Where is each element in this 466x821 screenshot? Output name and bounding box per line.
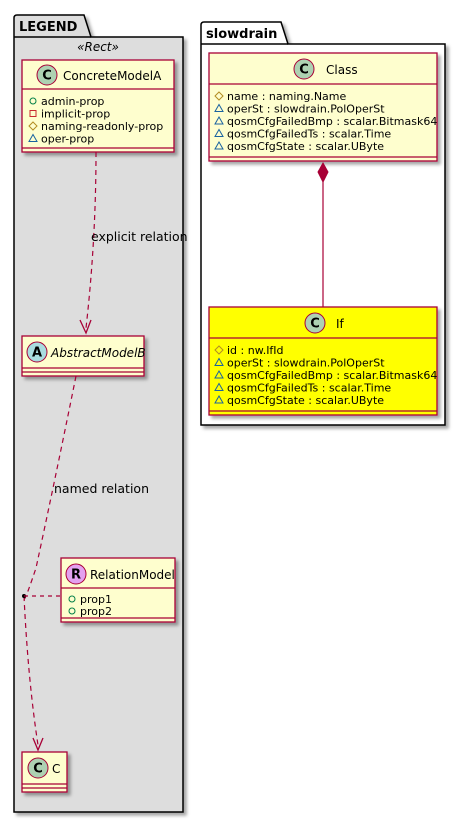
- class-c-icon: [293, 58, 315, 80]
- named-relation: named relation: [22, 375, 149, 752]
- class-c-icon: [27, 757, 49, 779]
- package-visibility-icon: [214, 369, 224, 379]
- member-text: operSt : slowdrain.PolOperSt: [227, 357, 385, 370]
- abstract-glyph: A: [32, 346, 42, 361]
- member-text: oper-prop: [41, 133, 94, 146]
- class-name: ConcreteModelA: [63, 69, 162, 83]
- member-text: implicit-prop: [41, 108, 110, 121]
- member-text: qosmCfgFailedBmp : scalar.Bitmask64: [227, 115, 437, 128]
- relation-name: RelationModel: [90, 568, 175, 582]
- c-glyph: C: [33, 762, 43, 777]
- relation-r-icon: [65, 563, 87, 585]
- class-name: Class: [326, 63, 358, 77]
- member-text: operSt : slowdrain.PolOperSt: [227, 103, 385, 116]
- c-class[interactable]: C C: [21, 751, 68, 793]
- concrete-model-a-class[interactable]: C ConcreteModelA admin-propimplicit-prop…: [21, 59, 175, 153]
- protected-visibility-icon: [28, 121, 38, 131]
- package-visibility-icon: [214, 382, 224, 391]
- c-name: C: [52, 762, 60, 776]
- package-visibility-icon: [214, 394, 224, 404]
- member-text: qosmCfgState : scalar.UByte: [227, 140, 384, 153]
- class-glyph: C: [299, 63, 309, 78]
- if-name: If: [336, 317, 345, 331]
- member-text: qosmCfgFailedTs : scalar.Time: [227, 382, 391, 395]
- member-text: naming-readonly-prop: [41, 120, 163, 133]
- package-visibility-icon: [214, 128, 224, 137]
- class-c-icon: [304, 312, 326, 334]
- public-visibility-icon: [68, 595, 76, 603]
- named-relation-label: named relation: [54, 481, 149, 496]
- explicit-relation-label: explicit relation: [91, 229, 188, 244]
- protected-visibility-icon: [214, 345, 224, 355]
- member-text: id : nw.IfId: [227, 344, 284, 357]
- private-visibility-icon: [29, 110, 37, 117]
- relation-glyph: R: [71, 568, 81, 583]
- member-text: prop1: [80, 593, 112, 606]
- member-text: name : naming.Name: [227, 90, 347, 103]
- member-text: admin-prop: [41, 95, 104, 108]
- member-text: qosmCfgFailedBmp : scalar.Bitmask64: [227, 369, 437, 382]
- package-visibility-icon: [214, 103, 224, 112]
- member-text: qosmCfgFailedTs : scalar.Time: [227, 128, 391, 141]
- member-text: prop2: [80, 605, 112, 618]
- composition-relation: [317, 161, 329, 307]
- legend-stereotype: «Rect»: [77, 40, 119, 54]
- public-visibility-icon: [29, 97, 37, 105]
- explicit-relation: explicit relation: [79, 151, 188, 335]
- abstract-name: AbstractModelB: [50, 346, 146, 360]
- member-text: qosmCfgState : scalar.UByte: [227, 394, 384, 407]
- legend-title: LEGEND: [19, 20, 78, 35]
- slowdrain-title: slowdrain: [206, 27, 277, 42]
- package-visibility-icon: [28, 133, 38, 142]
- class-glyph: C: [42, 69, 52, 84]
- class-c-icon: [36, 64, 58, 86]
- abstract-model-b-class[interactable]: A AbstractModelB: [21, 335, 146, 377]
- if-glyph: C: [310, 317, 320, 332]
- public-visibility-icon: [68, 607, 76, 615]
- package-visibility-icon: [214, 115, 224, 125]
- protected-visibility-icon: [214, 91, 224, 101]
- package-visibility-icon: [214, 140, 224, 150]
- abstract-a-icon: [26, 341, 48, 363]
- package-visibility-icon: [214, 357, 224, 366]
